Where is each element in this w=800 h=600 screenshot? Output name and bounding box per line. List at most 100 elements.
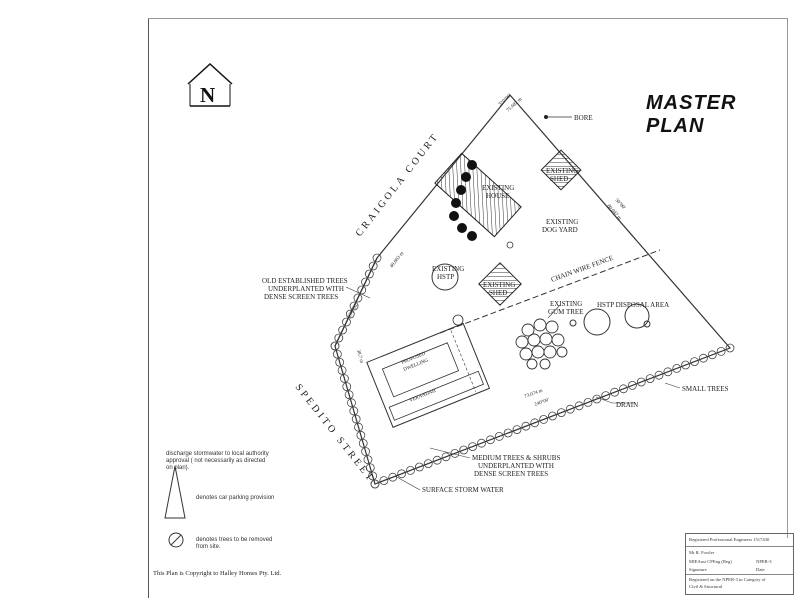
tree-removed-icon bbox=[168, 532, 184, 548]
boundary-tree bbox=[337, 365, 347, 375]
boundary-tree bbox=[423, 459, 433, 469]
boundary-tree bbox=[365, 463, 375, 473]
boundary-tree bbox=[556, 408, 566, 418]
disposal-label: HSTP DISPOSAL AREA bbox=[597, 301, 669, 309]
disposal-dot-1 bbox=[569, 319, 577, 327]
boundary-tree bbox=[707, 350, 717, 360]
verandah-label: VERANDAH bbox=[409, 389, 437, 404]
boundary-tree bbox=[681, 360, 691, 370]
boundary-tree bbox=[530, 418, 540, 428]
hstp-label-2: HSTP bbox=[437, 273, 454, 281]
proposed-dwelling bbox=[366, 322, 491, 428]
boundary-tree bbox=[610, 387, 620, 397]
medium-trees-label-3: DENSE SCREEN TREES bbox=[474, 470, 548, 478]
existing-shed-2-label-1: EXISTING bbox=[483, 281, 515, 289]
engineer-title-block: Registered Professional Engineers 151743… bbox=[685, 533, 794, 595]
dog-yard-label-1: EXISTING bbox=[546, 218, 578, 226]
boundary-tree bbox=[358, 439, 368, 448]
boundary-tree bbox=[372, 253, 382, 263]
boundary-tree bbox=[332, 349, 342, 359]
legend-stormwater-line-2: approval ( not necessarily as directed bbox=[166, 458, 266, 464]
existing-house-label-2: HOUSE bbox=[486, 192, 509, 200]
boundary-tree bbox=[340, 374, 349, 383]
old-trees-label-2: UNDERPLANTED WITH bbox=[268, 285, 344, 293]
boundary-tree bbox=[370, 479, 380, 489]
bore-marker bbox=[544, 115, 548, 119]
boundary-tree bbox=[351, 414, 361, 424]
boundary-tree bbox=[364, 269, 374, 279]
house-tree-row bbox=[449, 160, 477, 241]
existing-house-label-1: EXISTING bbox=[482, 184, 514, 192]
boundary-tree bbox=[485, 435, 495, 445]
dog-yard-label-2: DOG YARD bbox=[542, 226, 578, 234]
boundary-tree bbox=[663, 367, 673, 377]
medium-trees-label-1: MEDIUM TREES & SHRUBS bbox=[472, 454, 560, 462]
dim-label-6: 240°00' bbox=[534, 398, 550, 408]
boundary-tree bbox=[334, 333, 344, 343]
gum-tree-cluster bbox=[515, 318, 568, 370]
legend-stormwater: discharge stormwater to local authority … bbox=[166, 451, 269, 472]
legend-stormwater-line-1: discharge stormwater to local authority bbox=[166, 451, 269, 457]
legend-stormwater-line-3: on plan). bbox=[166, 465, 190, 471]
boundary-corner-line bbox=[334, 257, 378, 347]
boundary-tree bbox=[342, 382, 352, 391]
boundary-tree bbox=[406, 465, 415, 475]
existing-hstp bbox=[431, 263, 459, 291]
boundary-tree bbox=[539, 414, 549, 424]
boundary-tree bbox=[645, 374, 655, 384]
boundary-tree bbox=[345, 309, 355, 319]
boundary-tree bbox=[494, 431, 504, 441]
dim-label-9: 38.7 m bbox=[355, 349, 363, 364]
drain-label: DRAIN bbox=[616, 401, 638, 409]
small-tree-2 bbox=[452, 314, 464, 326]
boundary-tree bbox=[512, 425, 522, 435]
dim-label-7: 40.003 m bbox=[390, 251, 406, 269]
disposal-circle-1 bbox=[583, 308, 611, 336]
boundary-tree bbox=[636, 377, 646, 387]
boundary-tree bbox=[368, 471, 378, 481]
medium-trees-label-2: UNDERPLANTED WITH bbox=[478, 462, 554, 470]
boundary-tree bbox=[654, 370, 664, 380]
boundary-tree bbox=[565, 404, 575, 414]
gum-tree-label-2: GUM TREE bbox=[548, 308, 583, 316]
boundary-tree bbox=[353, 293, 363, 303]
boundary-tree bbox=[379, 476, 389, 486]
existing-shed-2 bbox=[478, 262, 522, 306]
boundary-tree bbox=[330, 341, 340, 351]
boundary-tree bbox=[414, 462, 424, 472]
boundary-tree bbox=[459, 445, 469, 455]
boundary-tree-row bbox=[330, 253, 735, 489]
legend-trees-removed: denotes trees to be removed from site. bbox=[196, 537, 272, 551]
boundary-tree bbox=[347, 398, 356, 408]
boundary-tree bbox=[672, 363, 682, 373]
road-label-spedito: SPEDITO STREET bbox=[293, 382, 377, 485]
wire-fence-label: CHAIN WIRE FENCE bbox=[550, 254, 614, 284]
boundary-tree bbox=[335, 357, 345, 367]
title-block-line-6: Civil & Structural bbox=[689, 584, 723, 589]
dim-label-3: 50°00' bbox=[614, 198, 626, 211]
legend-car-parking: denotes car parking provision bbox=[196, 495, 275, 501]
boundary-tree bbox=[503, 428, 513, 438]
boundary-tree bbox=[361, 277, 370, 287]
right-border-line bbox=[787, 18, 788, 538]
title-block-line-4: NPER-3 bbox=[756, 559, 772, 564]
boundary-tree bbox=[725, 343, 735, 353]
boundary-tree bbox=[690, 357, 699, 367]
boundary-tree bbox=[583, 397, 593, 407]
chain-wire-fence bbox=[439, 249, 661, 334]
existing-shed-2-label-2: SHED bbox=[489, 289, 507, 297]
boundary-tree bbox=[477, 438, 486, 448]
existing-shed-1-label-2: SHED bbox=[550, 175, 568, 183]
boundary-tree bbox=[574, 401, 584, 411]
bore-label: BORE bbox=[574, 114, 593, 122]
existing-house bbox=[434, 152, 522, 238]
old-trees-label-3: DENSE SCREEN TREES bbox=[264, 293, 338, 301]
boundary-tree bbox=[619, 384, 628, 394]
title-block-sig-label: Signature bbox=[689, 567, 707, 572]
boundary-tree bbox=[349, 301, 359, 311]
surface-storm-label: SURFACE STORM WATER bbox=[422, 486, 504, 494]
north-label: N bbox=[200, 83, 216, 107]
top-border-line bbox=[148, 18, 788, 19]
boundary-tree bbox=[338, 325, 348, 335]
